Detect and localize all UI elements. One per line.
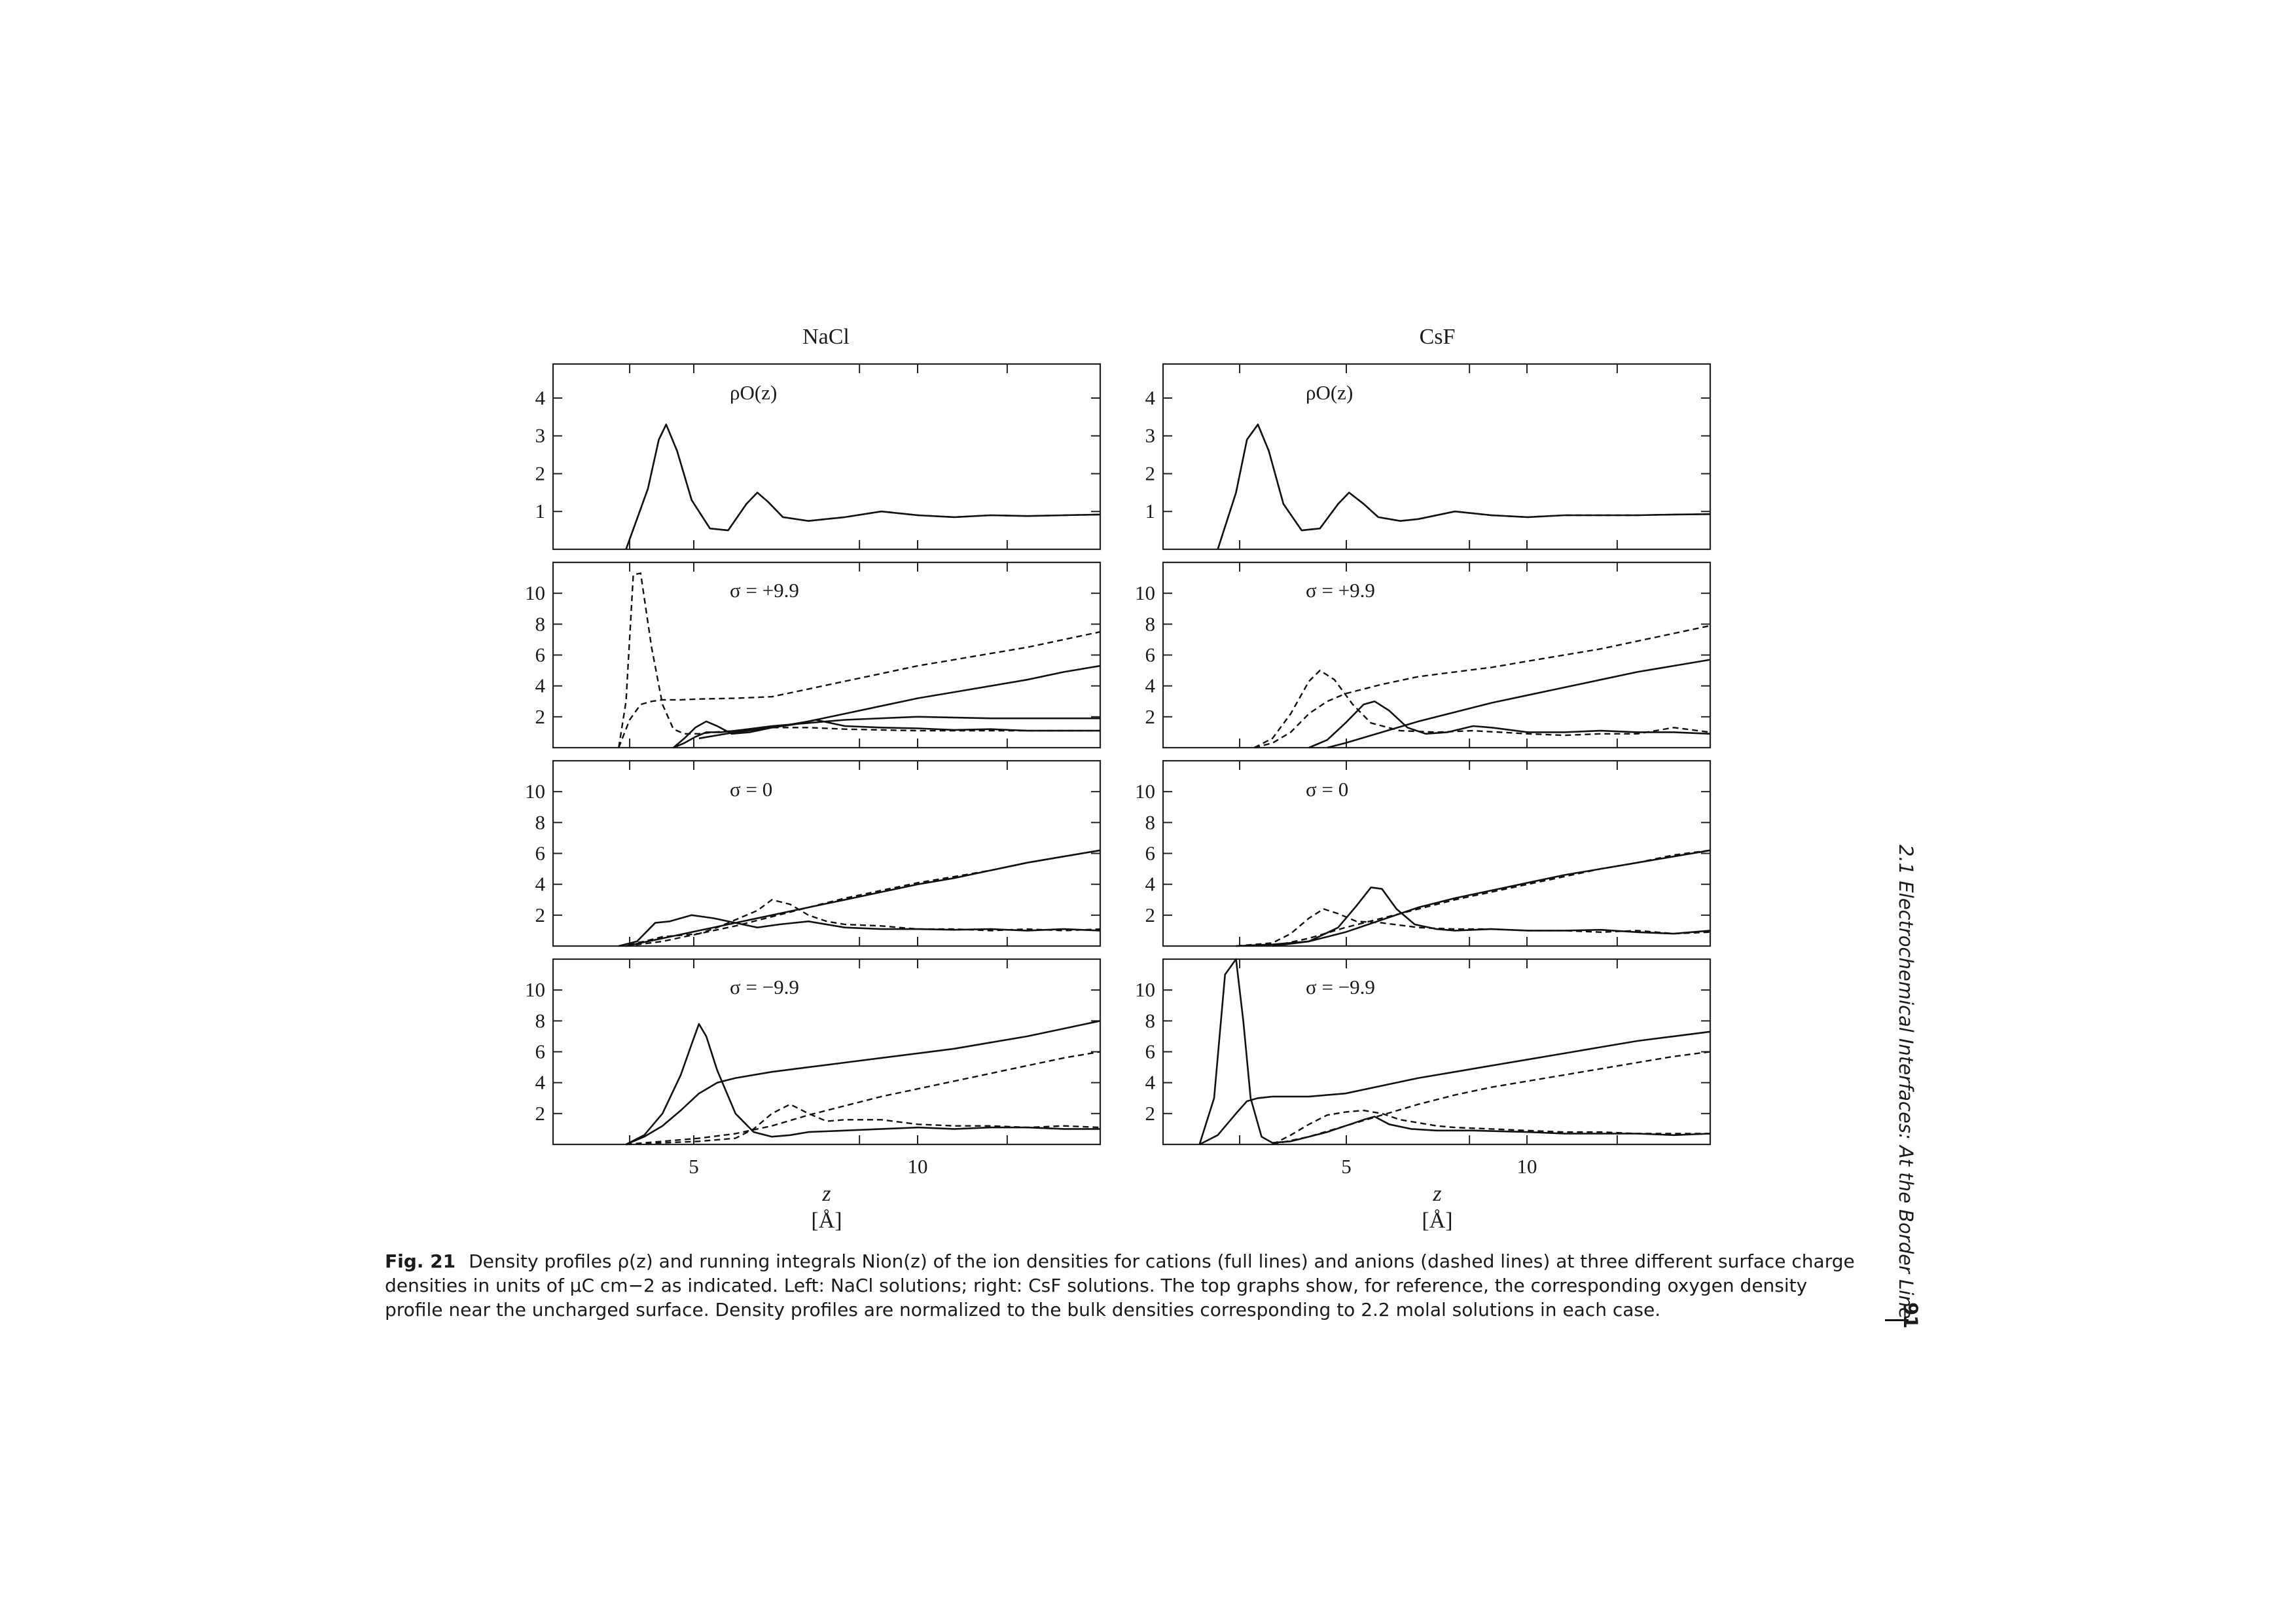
anion-curve-2 [1272,1109,1710,1146]
y-tick-label: 8 [1145,1009,1156,1032]
caption-label: Fig. 21 [385,1250,456,1272]
anion-curve-2 [1253,669,1711,749]
x-tick-label-5: 5 [1341,1155,1352,1178]
y-tick-label: 10 [1135,978,1155,1001]
x-axis-left: 5 10 z [Å] [689,1155,927,1233]
cation-curve-0 [1198,958,1711,1145]
x-axis-right: 5 10 z [Å] [1341,1155,1537,1233]
y-tick-label: 8 [535,612,546,635]
y-tick-label: 4 [1145,674,1156,697]
y-tick-label: 2 [535,903,546,926]
page-number-rule [1885,1319,1909,1321]
panel-label: σ = +9.9 [730,579,799,602]
y-tick-label: 4 [535,674,546,697]
cation-curve-1 [625,1020,1101,1146]
y-tick-label: 10 [525,581,545,604]
panel-csf-sigma-zero: σ = 0 2 4 6 8 10 [1135,759,1712,947]
x-tick-label-10: 10 [1517,1155,1537,1178]
x-tick-label-5: 5 [689,1155,699,1178]
y-tick-label: 6 [535,842,546,865]
x-tick-label-10: 10 [908,1155,928,1178]
cation-curve-1 [673,719,1100,748]
y-tick-label: 4 [535,386,546,409]
y-tick-label: 4 [1145,386,1156,409]
column-title-nacl: NaCl [802,325,850,349]
panel-csf-oxygen: ρO(z) 1 2 3 4 [1145,363,1712,551]
running-head-text: 2.1 Electrochemical Interfaces: At the B… [1895,845,1917,1319]
panel-label: σ = +9.9 [1306,579,1375,602]
page-number: 91 [1899,1302,1922,1329]
anion-curve-3 [626,849,1101,947]
y-tick-label: 2 [535,462,546,484]
y-tick-label: 1 [1145,500,1156,522]
x-axis-unit: [Å] [1422,1209,1452,1233]
running-head: 2.1 Electrochemical Interfaces: At the B… [1888,845,1928,1342]
panel-csf-sigma-plus: σ = +9.9 2 4 6 8 10 [1135,561,1712,749]
y-tick-label: 2 [535,1102,546,1125]
y-tick-label: 2 [535,705,546,728]
y-tick-label: 8 [535,811,546,833]
y-tick-label: 8 [1145,811,1156,833]
y-tick-label: 2 [1145,462,1156,484]
cation-curve-0 [625,1023,1100,1146]
panel-nacl-sigma-minus: σ = −9.9 2 4 6 8 10 [525,958,1102,1146]
panel-label: σ = −9.9 [1306,976,1375,998]
y-tick-label: 6 [1145,1040,1156,1063]
y-tick-label: 6 [1145,644,1156,666]
y-tick-label: 6 [535,1040,546,1063]
y-tick-label: 2 [1145,705,1156,728]
y-tick-label: 4 [535,1071,546,1094]
y-tick-label: 1 [535,500,546,522]
x-axis-label: z [821,1182,831,1206]
y-tick-label: 10 [525,978,545,1001]
y-tick-label: 4 [535,873,546,896]
y-tick-label: 3 [535,424,546,447]
cation-curve-0 [1217,424,1711,550]
anion-curve-4 [618,630,1101,748]
y-tick-label: 10 [1135,581,1155,604]
cation-curve-0 [618,914,1101,947]
page-number-block: 91 [1878,1300,1924,1345]
panel-nacl-oxygen: ρO(z) 1 2 3 4 [535,363,1102,551]
anion-curve-1 [625,424,1101,550]
y-tick-label: 8 [535,1009,546,1032]
cation-curve-0 [1236,886,1711,947]
y-tick-label: 8 [1145,612,1156,635]
panel-label: σ = −9.9 [730,976,799,998]
column-title-csf: CsF [1420,325,1456,349]
y-tick-label: 3 [1145,424,1156,447]
y-tick-label: 4 [1145,873,1156,896]
cation-curve-1 [1199,1030,1711,1146]
panel-label: σ = 0 [1306,778,1348,801]
cation-curve-0 [625,424,1101,550]
panel-label: ρO(z) [730,381,777,404]
anion-curve-3 [1272,1051,1711,1146]
anion-curve-3 [618,572,1100,748]
y-tick-label: 4 [1145,1071,1156,1094]
y-tick-label: 10 [525,780,545,803]
y-tick-label: 6 [535,644,546,666]
x-axis-unit: [Å] [811,1209,842,1233]
y-tick-label: 2 [1145,903,1156,926]
x-axis-label: z [1432,1182,1441,1206]
anion-curve-3 [626,1051,1101,1146]
y-tick-label: 10 [1135,780,1155,803]
cation-curve-1 [1327,659,1711,749]
caption-text: Density profiles ρ(z) and running integr… [385,1250,1855,1321]
anion-curve-3 [1254,625,1711,749]
cation-curve-1 [626,849,1101,947]
anion-curve-2 [1236,908,1711,947]
y-tick-label: 2 [1145,1102,1156,1125]
cation-curve-0 [1308,701,1711,749]
panel-nacl-sigma-plus: σ = +9.9 2 4 6 8 10 [525,561,1102,749]
anion-curve-1 [1217,424,1711,550]
y-tick-label: 6 [1145,842,1156,865]
panel-label: σ = 0 [730,778,772,801]
panel-nacl-sigma-zero: σ = 0 2 4 6 8 10 [525,759,1102,947]
panel-label: ρO(z) [1306,381,1353,404]
anion-curve-3 [1272,849,1711,947]
panel-csf-sigma-minus: σ = −9.9 2 4 6 8 10 [1135,958,1712,1146]
